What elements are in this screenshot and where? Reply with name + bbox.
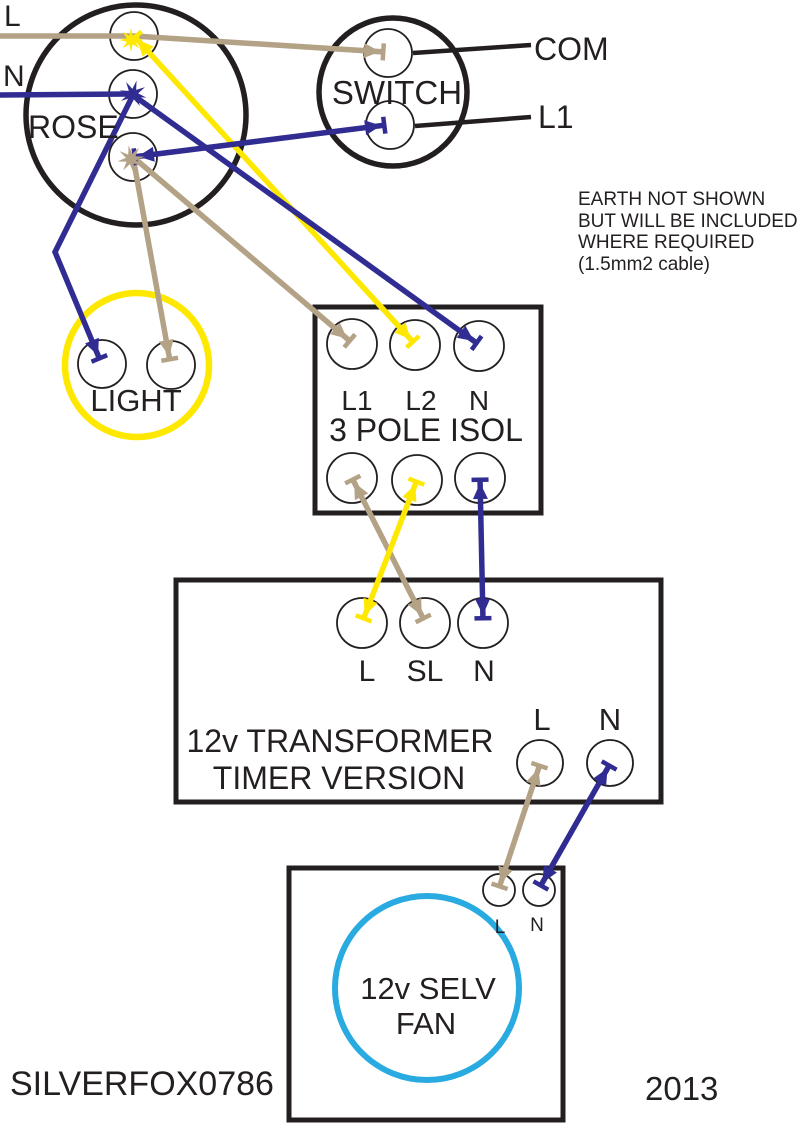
transformer-terminal-sl: [399, 597, 451, 649]
earth-note-line3: WHERE REQUIRED: [578, 232, 754, 253]
isolator-label: 3 POLE ISOL: [329, 412, 523, 448]
rose-junction-neutral: [119, 80, 147, 108]
wire-supply-neutral-to-rose: [0, 91, 134, 98]
fan-name-line1: 12v SELV: [360, 971, 496, 1006]
transformer-output-label-l: L: [533, 702, 550, 737]
fan-terminal-label-n: N: [530, 915, 544, 936]
switch-label: SWITCH: [332, 74, 462, 111]
transformer-name-line2: TIMER VERSION: [213, 760, 465, 796]
author-credit: SILVERFOX0786: [10, 1065, 274, 1103]
isolator-terminal-label-n: N: [469, 385, 489, 416]
wire-rose-to-switch-l1: [131, 116, 388, 166]
wire-rose-to-isolator-l2: [127, 29, 421, 350]
transformer-terminal-label-l: L: [359, 655, 376, 688]
wire-rose-to-light-right: [130, 156, 179, 364]
light-terminal-left: [77, 339, 127, 389]
switch-com-lead: [412, 42, 532, 56]
fan-name-line2: FAN: [396, 1006, 456, 1041]
wire-transformer-n-out-to-fan-n: [532, 759, 618, 892]
fan-box: [286, 865, 566, 1123]
earth-note-line4: (1.5mm2 cable): [578, 254, 710, 275]
supply-live-label: L: [4, 0, 21, 33]
wire-supply-live-to-rose-to-switch-com: [0, 33, 387, 61]
rose-label: ROSE: [28, 109, 119, 145]
transformer-name-line1: 12v TRANSFORMER: [186, 723, 493, 759]
transformer-output-l-terminal: [516, 739, 564, 787]
switch-l1-lead: [414, 114, 532, 129]
switch-l1-label: L1: [538, 99, 574, 135]
wire-isolator-l2-to-transformer-l: [354, 476, 426, 624]
light-terminal-right: [146, 340, 196, 390]
wire-isolator-n-to-transformer-n: [471, 477, 492, 621]
fan-terminal-label-l: L: [495, 917, 506, 938]
wire-rose-to-light-left: [51, 93, 136, 364]
transformer-terminal-label-sl: SL: [407, 655, 444, 688]
earth-note-line2: BUT WILL BE INCLUDED: [578, 211, 798, 232]
earth-note-line1: EARTH NOT SHOWN: [578, 189, 765, 210]
isolator-terminal-label-l1: L1: [341, 385, 372, 416]
wire-rose-to-isolator-n: [131, 92, 484, 352]
transformer-terminal-label-n: N: [473, 655, 495, 688]
supply-neutral-label: N: [3, 60, 25, 93]
transformer-output-label-n: N: [599, 702, 621, 737]
fan-outline: [332, 893, 522, 1083]
year-label: 2013: [645, 1070, 718, 1107]
light-label: LIGHT: [90, 383, 181, 418]
transformer-output-n-terminal: [586, 739, 634, 787]
isolator-terminal-label-l2: L2: [405, 385, 436, 416]
wire-rose-to-isolator-l1: [131, 154, 357, 349]
switch-com-label: COM: [534, 31, 609, 67]
fan-terminal-l: [482, 873, 516, 907]
isolator-terminal-n-top: [453, 320, 505, 372]
rose-junction-switched: [117, 145, 145, 173]
rose-junction-live: [119, 28, 143, 52]
transformer-terminal-l: [336, 597, 388, 649]
fan-terminal-n: [522, 873, 556, 907]
